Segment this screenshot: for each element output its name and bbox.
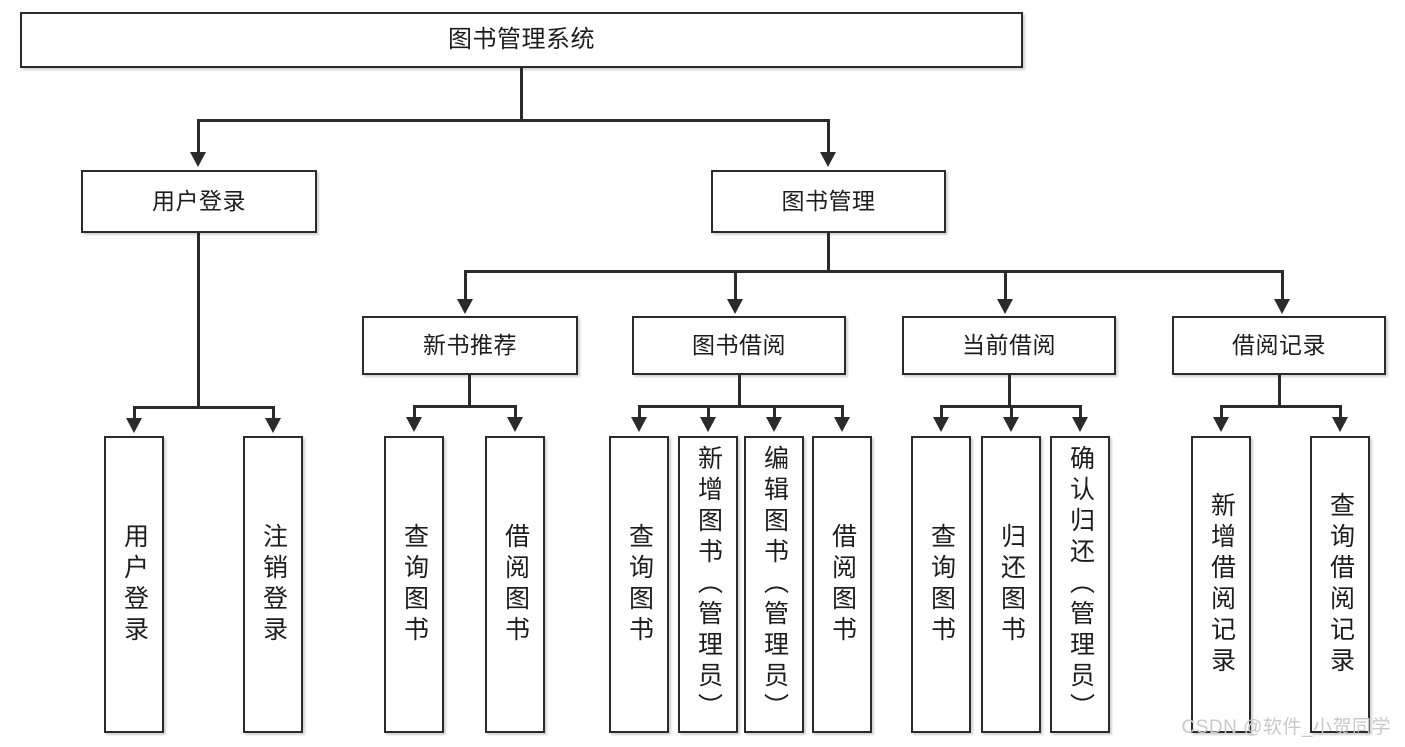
connector-rec-to-borrow [514,405,517,419]
node-label: 注销登录 [259,522,288,647]
arrowhead-user-login [190,152,206,167]
connector-ul-bus [133,406,275,409]
connector-bb-to-edit [773,405,776,419]
leaf-add-borrow-record[interactable]: 新增借阅记录 [1191,436,1251,733]
connector-rec-to-query [413,405,416,419]
connector-bm-to-recommend [464,270,467,301]
node-label: 确认归还（管理员） [1066,445,1095,724]
connector-cb-to-confirm [1079,405,1082,419]
connector-bb-stem [738,375,741,407]
leaf-edit-book-admin[interactable]: 编辑图书（管理员） [744,436,804,733]
arrowhead-leaf-borrow-books-recommend [507,417,523,432]
leaf-user-login[interactable]: 用户登录 [104,436,164,733]
connector-root-to-user-login [197,119,200,154]
node-label: 当前借阅 [962,332,1056,359]
node-root-book-management-system[interactable]: 图书管理系统 [20,12,1023,68]
arrowhead-book-borrow [727,299,743,314]
connector-bb-bus [638,405,842,408]
connector-ul-to-logout [272,406,275,420]
arrowhead-new-book-recommend [457,299,473,314]
arrowhead-borrow-records [1274,299,1290,314]
leaf-borrow-books-recommend[interactable]: 借阅图书 [485,436,545,733]
connector-bm-stem [827,233,830,272]
arrowhead-leaf-logout [265,418,281,433]
node-label: 查询图书 [625,522,654,647]
leaf-query-books-borrow[interactable]: 查询图书 [609,436,669,733]
node-label: 用户登录 [152,188,246,215]
node-label: 归还图书 [997,522,1026,647]
arrowhead-leaf-query-borrow-record [1332,417,1348,432]
connector-bb-to-borrow [841,405,844,419]
leaf-logout[interactable]: 注销登录 [243,436,303,733]
node-borrow-records[interactable]: 借阅记录 [1172,316,1386,375]
leaf-confirm-return-admin[interactable]: 确认归还（管理员） [1050,436,1110,733]
node-label: 查询图书 [400,522,429,647]
node-new-book-recommend[interactable]: 新书推荐 [362,316,578,375]
node-label: 新增图书（管理员） [694,445,723,724]
node-label: 借阅图书 [501,522,530,647]
leaf-add-book-admin[interactable]: 新增图书（管理员） [678,436,738,733]
arrowhead-leaf-return-books [1003,417,1019,432]
connector-root-bus [197,119,829,122]
connector-rec-stem [468,375,471,407]
connector-cb-to-return [1010,405,1013,419]
node-user-login[interactable]: 用户登录 [81,170,317,233]
arrowhead-leaf-add-book-admin [700,417,716,432]
arrowhead-leaf-add-borrow-record [1213,417,1229,432]
connector-ul-to-login [133,406,136,420]
connector-ul-stem [197,233,200,408]
node-current-borrow[interactable]: 当前借阅 [902,316,1116,375]
node-label: 图书管理 [781,188,876,215]
node-book-borrow[interactable]: 图书借阅 [632,316,846,375]
leaf-borrow-books[interactable]: 借阅图书 [812,436,872,733]
arrowhead-book-management [820,152,836,167]
connector-bm-bus [464,270,1284,273]
connector-br-to-query [1339,405,1342,419]
watermark: CSDN @软件_小贺同学 [1181,717,1391,738]
connector-cb-stem [1008,375,1011,407]
node-label: 借阅记录 [1232,332,1326,359]
arrowhead-leaf-query-books-current [933,417,949,432]
node-label: 用户登录 [120,522,149,647]
leaf-query-books-recommend[interactable]: 查询图书 [384,436,444,733]
connector-br-to-add [1220,405,1223,419]
node-label: 新增借阅记录 [1207,491,1236,678]
node-label: 查询图书 [927,522,956,647]
arrowhead-leaf-confirm-return-admin [1072,417,1088,432]
arrowhead-leaf-borrow-books [834,417,850,432]
node-label: 编辑图书（管理员） [760,445,789,724]
connector-bb-to-add [707,405,710,419]
connector-br-bus [1220,405,1340,408]
arrowhead-current-borrow [997,299,1013,314]
node-label: 借阅图书 [828,522,857,647]
node-label: 图书借阅 [692,332,786,359]
connector-rec-bus [413,405,515,408]
connector-cb-to-query [940,405,943,419]
node-label: 图书管理系统 [448,26,595,54]
connector-bb-to-query [638,405,641,419]
leaf-query-books-current[interactable]: 查询图书 [911,436,971,733]
connector-root-to-book-management [827,119,830,154]
arrowhead-leaf-query-books-recommend [406,417,422,432]
node-book-management[interactable]: 图书管理 [711,170,946,233]
connector-bm-to-records [1281,270,1284,301]
node-label: 查询借阅记录 [1326,491,1355,678]
connector-bm-to-borrow [734,270,737,301]
arrowhead-leaf-query-books-borrow [631,417,647,432]
arrowhead-leaf-edit-book-admin [766,417,782,432]
leaf-return-books[interactable]: 归还图书 [981,436,1041,733]
connector-root-stem [520,68,523,121]
arrowhead-leaf-user-login [126,418,142,433]
connector-br-stem [1278,375,1281,407]
leaf-query-borrow-record[interactable]: 查询借阅记录 [1310,436,1370,733]
connector-bm-to-current [1004,270,1007,301]
node-label: 新书推荐 [423,332,517,359]
